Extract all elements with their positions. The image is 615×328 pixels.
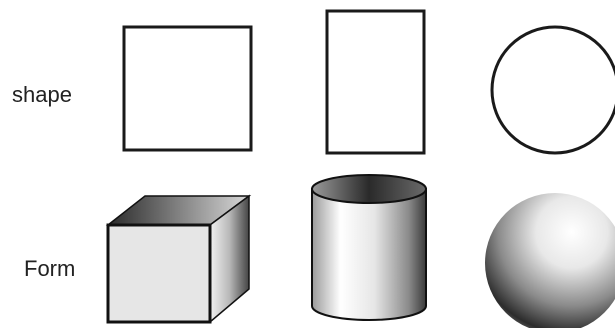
shaded-cube — [108, 196, 249, 322]
circle-outline — [492, 27, 615, 153]
shaded-sphere — [485, 193, 615, 328]
shaded-cylinder — [312, 175, 426, 320]
square-outline — [124, 27, 251, 150]
rectangle-outline — [327, 11, 424, 153]
